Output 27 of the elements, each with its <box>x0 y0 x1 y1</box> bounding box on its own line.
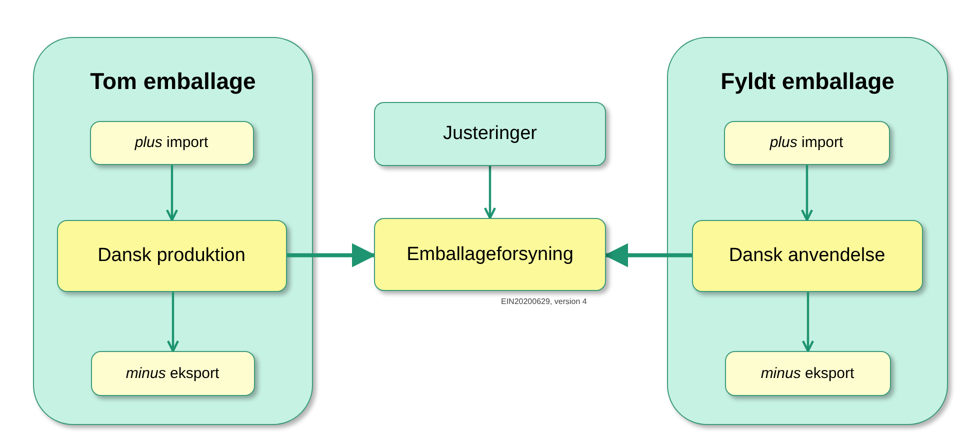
process-box <box>90 350 254 396</box>
process-box <box>724 350 890 396</box>
box-label: plus import <box>134 134 208 151</box>
arrow <box>800 165 814 222</box>
arrow <box>287 243 376 268</box>
arrow <box>802 292 814 352</box>
group-title: Tom emballage <box>90 68 256 95</box>
group-title: Fyldt emballage <box>720 68 894 95</box>
box-label: plus import <box>770 134 844 151</box>
arrow <box>484 166 496 220</box>
process-box <box>90 120 254 164</box>
box-label: Dansk produktion <box>98 244 246 266</box>
box-label: Dansk anvendelse <box>728 244 886 266</box>
process-box <box>374 102 606 166</box>
process-box <box>56 220 286 292</box>
arrow <box>166 165 178 222</box>
arrow <box>604 243 692 268</box>
box-label: Emballageforsyning <box>406 244 574 266</box>
group-panel <box>667 37 948 425</box>
box-label: Justeringer <box>443 123 537 145</box>
process-box <box>692 220 922 292</box>
group-panel <box>33 37 313 425</box>
box-label: minus eksport <box>760 364 854 382</box>
process-box <box>724 120 890 164</box>
box-label: minus eksport <box>126 364 220 382</box>
arrow <box>166 292 180 352</box>
process-box <box>374 218 606 291</box>
